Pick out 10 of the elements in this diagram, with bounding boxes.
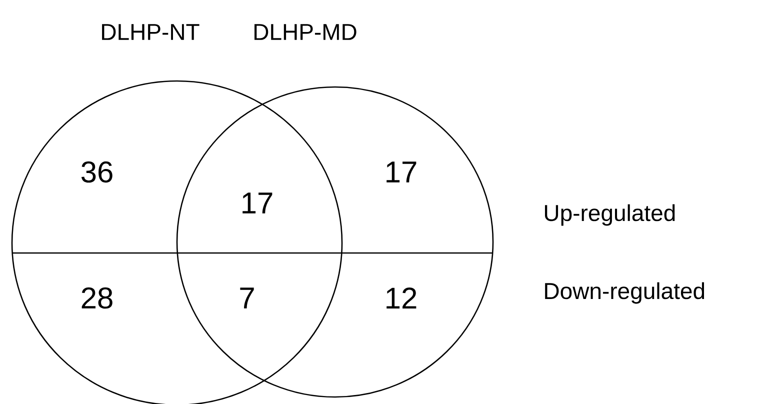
row-label: Down-regulated [545, 282, 704, 304]
region-count: 7 [240, 288, 254, 308]
region-count: 36 [81, 161, 112, 183]
region-count: 12 [386, 288, 416, 308]
region-count: 28 [82, 287, 112, 309]
region-count: 17 [242, 192, 272, 214]
set-label: DLHP-MD [254, 24, 356, 40]
row-label: Up-regulated [544, 204, 675, 226]
region-count: 17 [386, 162, 416, 182]
set-label: DLHP-NT [102, 24, 200, 40]
